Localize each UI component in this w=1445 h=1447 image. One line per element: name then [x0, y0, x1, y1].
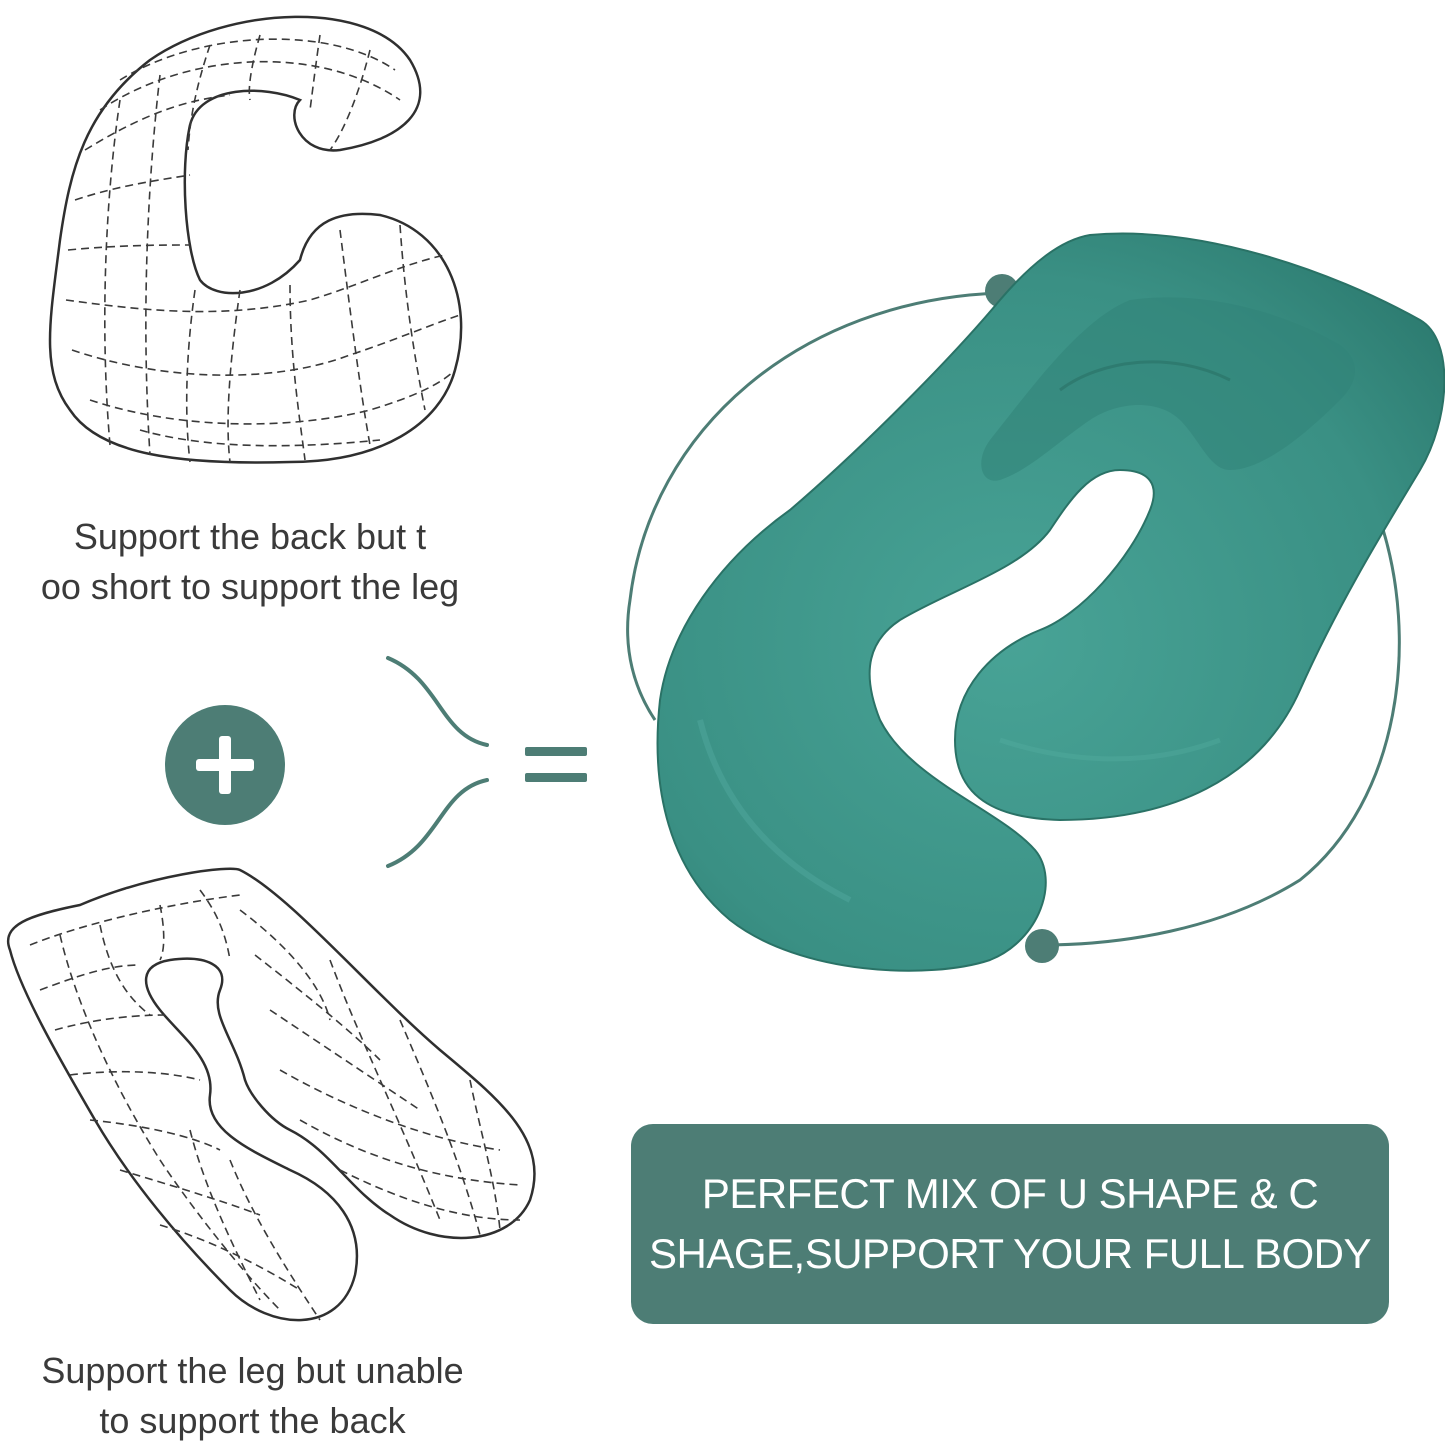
benefit-banner: PERFECT MIX OF U SHAPE & C SHAGE,SUPPORT…: [631, 1124, 1389, 1324]
u-shape-pillow-sketch: [6, 867, 536, 1322]
c-shape-outline: [48, 15, 463, 464]
c-shape-caption-line2: oo short to support the leg: [40, 566, 460, 607]
u-shape-caption: Support the leg but unable to support th…: [0, 1346, 505, 1446]
u-shape-caption-line1: Support the leg but unable: [41, 1350, 464, 1391]
plus-icon: [165, 705, 285, 825]
orbit-dot-bottom: [1025, 929, 1059, 963]
c-shape-caption-line1: Support the back but t: [73, 516, 427, 557]
benefit-banner-line2: SHAGE,SUPPORT YOUR FULL BODY: [649, 1230, 1371, 1277]
g-shape-pillow-photo: [656, 232, 1445, 972]
c-shape-pillow-sketch: [48, 15, 463, 464]
benefit-banner-line1: PERFECT MIX OF U SHAPE & C: [701, 1170, 1319, 1217]
merge-bracket-icon: [386, 656, 489, 868]
u-shape-caption-line2: to support the back: [99, 1400, 406, 1441]
orbit-arcs: [626, 291, 1401, 947]
equals-icon: [525, 747, 587, 782]
c-shape-caption: Support the back but t oo short to suppo…: [10, 512, 490, 612]
u-shape-outline: [6, 867, 536, 1322]
